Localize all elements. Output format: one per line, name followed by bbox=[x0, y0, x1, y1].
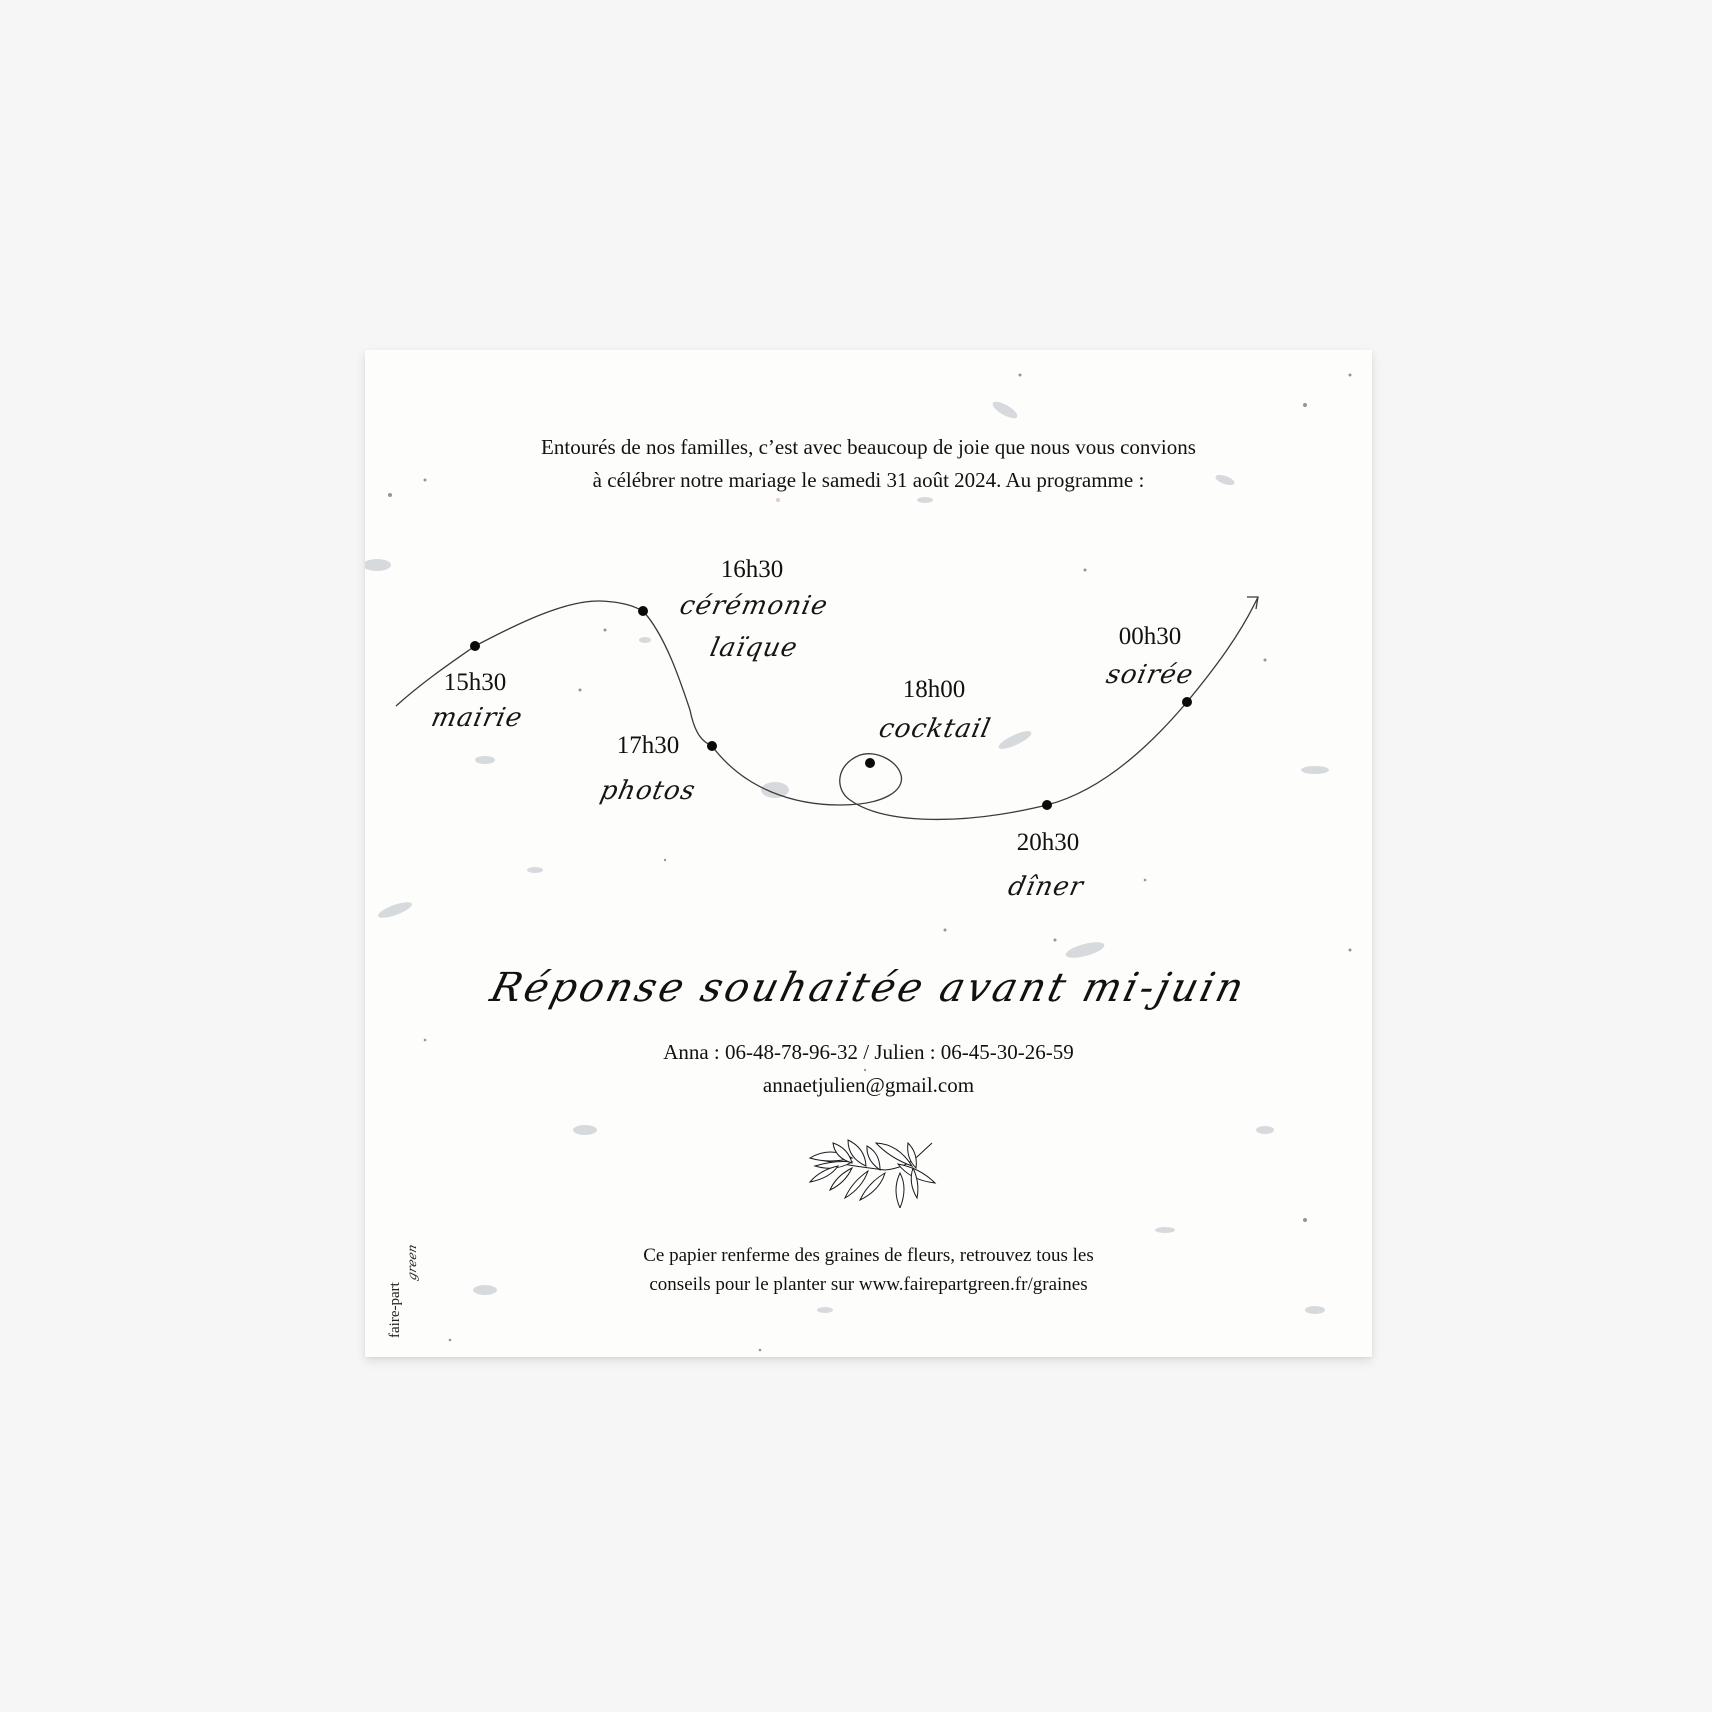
seed-paper-line-1: Ce papier renferme des graines de fleurs… bbox=[643, 1245, 1094, 1266]
intro-paragraph: Entourés de nos familles, c’est avec bea… bbox=[365, 431, 1372, 497]
event-label: cocktail bbox=[876, 714, 994, 744]
event-label: dîner bbox=[1005, 872, 1087, 902]
event-label: photos bbox=[597, 776, 699, 806]
dot-icon-photos bbox=[707, 741, 717, 751]
event-label-2: laïque bbox=[707, 633, 801, 663]
event-time: 15h30 bbox=[443, 669, 507, 696]
arrow-icon bbox=[1247, 596, 1259, 610]
dot-icon-soiree bbox=[1182, 697, 1192, 707]
event-time: 17h30 bbox=[616, 732, 680, 759]
event-time: 18h00 bbox=[902, 676, 966, 703]
event-time: 20h30 bbox=[1016, 829, 1080, 856]
rsvp-heading: Réponse souhaitée avant mi-juin bbox=[485, 965, 1252, 1011]
timeline-path bbox=[395, 596, 1259, 821]
dot-icon-diner bbox=[1042, 800, 1052, 810]
seed-paper-note: Ce papier renferme des graines de fleurs… bbox=[365, 1241, 1372, 1299]
event-label: cérémonie bbox=[677, 591, 831, 621]
rsvp-email[interactable]: annaetjulien@gmail.com bbox=[762, 1073, 975, 1097]
dot-icon-ceremonie bbox=[638, 606, 648, 616]
event-label: mairie bbox=[428, 703, 526, 733]
brand-logo-sub: green bbox=[405, 1242, 419, 1282]
event-label: soirée bbox=[1103, 660, 1197, 690]
intro-line-1: Entourés de nos familles, c’est avec bea… bbox=[541, 435, 1196, 459]
rsvp-phones: Anna : 06-48-78-96-32 / Julien : 06-45-3… bbox=[663, 1040, 1074, 1064]
intro-line-2: à célébrer notre mariage le samedi 31 ao… bbox=[592, 468, 1145, 492]
dot-icon-mairie bbox=[470, 641, 480, 651]
event-time: 16h30 bbox=[720, 556, 784, 583]
rsvp-contact: Anna : 06-48-78-96-32 / Julien : 06-45-3… bbox=[365, 1036, 1372, 1102]
seed-paper-texture bbox=[365, 373, 1352, 1352]
event-time: 00h30 bbox=[1118, 623, 1182, 650]
invitation-card: Entourés de nos familles, c’est avec bea… bbox=[365, 350, 1372, 1357]
seed-paper-line-2: conseils pour le planter sur www.fairepa… bbox=[649, 1274, 1088, 1295]
timeline-curve bbox=[395, 596, 1259, 821]
dot-icon-cocktail bbox=[865, 758, 875, 768]
leaf-sprig-icon bbox=[808, 1139, 937, 1208]
brand-logo: faire-part green bbox=[383, 1230, 433, 1340]
brand-logo-main: faire-part bbox=[387, 1282, 403, 1338]
